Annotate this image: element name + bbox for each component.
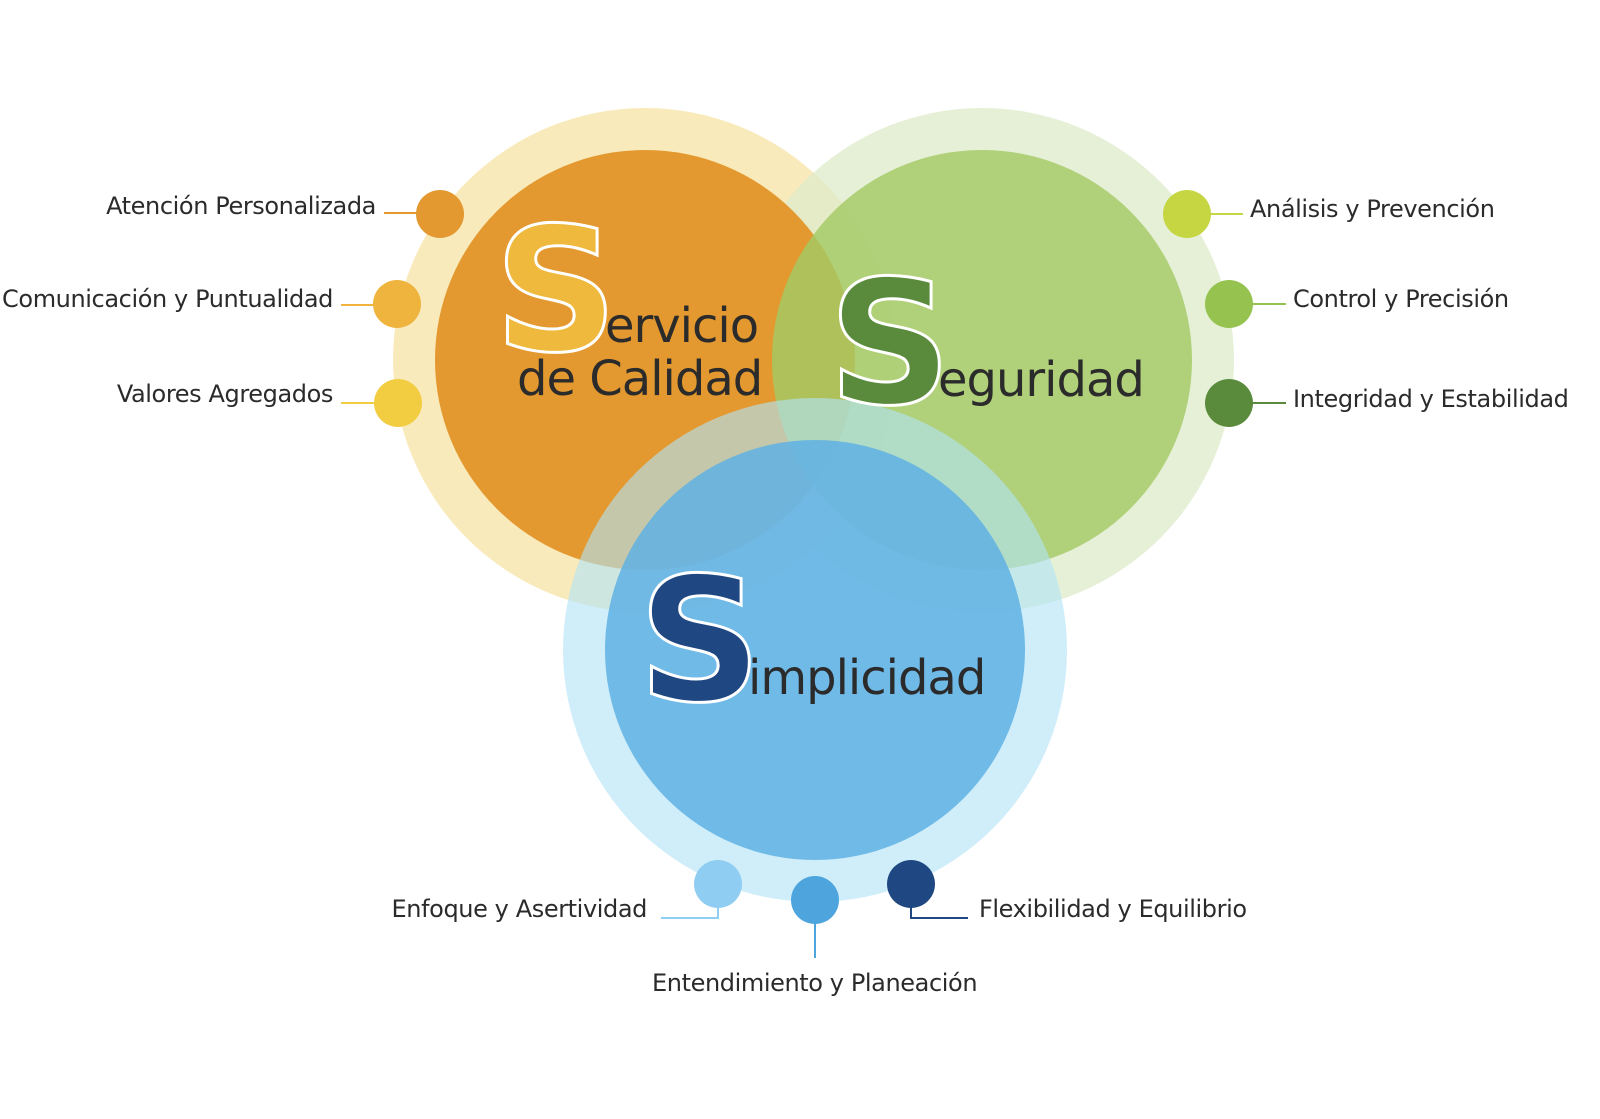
- seguridad-big-s: S: [828, 243, 952, 444]
- label-integridad-estabilidad: Integridad y Estabilidad: [1293, 385, 1569, 413]
- dot-atencion: [416, 190, 464, 238]
- label-atencion-personalizada: Atención Personalizada: [106, 192, 376, 220]
- servicio-title-line1: ervicio: [605, 298, 758, 354]
- dot-entendimiento: [791, 876, 839, 924]
- servicio-big-s: S: [494, 190, 618, 391]
- servicio-title-line2: de Calidad: [517, 351, 762, 407]
- label-control-precision: Control y Precisión: [1293, 285, 1509, 313]
- label-entendimiento-planeacion: Entendimiento y Planeación: [652, 969, 978, 997]
- simplicidad-big-s: S: [638, 540, 762, 741]
- dot-analisis: [1163, 190, 1211, 238]
- simplicidad-inner-circle: [605, 440, 1025, 860]
- dot-integridad: [1205, 379, 1253, 427]
- feature-dots: [373, 190, 1253, 924]
- dot-comunicacion: [373, 280, 421, 328]
- dot-enfoque: [694, 860, 742, 908]
- label-flexibilidad-equilibrio: Flexibilidad y Equilibrio: [979, 895, 1247, 923]
- label-enfoque-asertividad: Enfoque y Asertividad: [391, 895, 648, 923]
- simplicidad-title-rest: implicidad: [748, 650, 985, 706]
- servicio-title: S ervicio de Calidad: [493, 189, 764, 408]
- dot-control: [1205, 280, 1253, 328]
- dot-valores: [374, 379, 422, 427]
- simplicidad-title: S implicidad: [637, 539, 987, 743]
- seguridad-title: S eguridad: [827, 242, 1145, 446]
- label-comunicacion-puntualidad: Comunicación y Puntualidad: [2, 285, 333, 313]
- label-analisis-prevencion: Análisis y Prevención: [1250, 195, 1495, 223]
- seguridad-title-rest: eguridad: [938, 352, 1144, 408]
- dot-flexibilidad: [887, 860, 935, 908]
- label-valores-agregados: Valores Agregados: [116, 380, 334, 408]
